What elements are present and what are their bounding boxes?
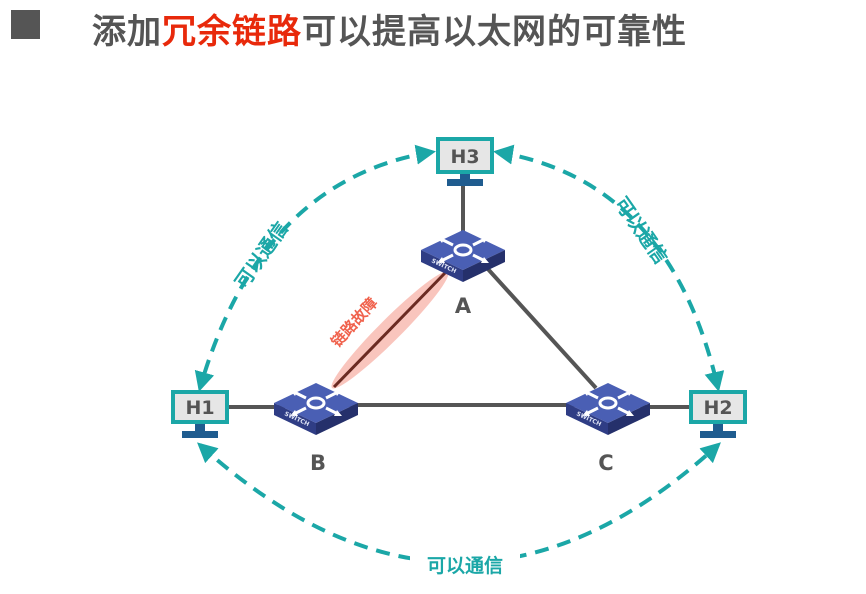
comm-label-bottom: 可以通信 (427, 554, 503, 577)
host-h1-label: H1 (185, 397, 214, 419)
switch-c-label: C (598, 451, 613, 475)
switch-icon (272, 381, 360, 437)
monitor-stand (700, 431, 736, 438)
monitor-icon (436, 137, 494, 174)
host-h1[interactable]: H1 (171, 390, 229, 438)
comm-arc-h3-h2 (493, 144, 725, 392)
title-prefix: 添加 (92, 12, 162, 52)
host-h3[interactable]: H3 (436, 137, 494, 186)
switch-icon (564, 381, 652, 437)
switch-c[interactable]: SWITCH (564, 381, 652, 437)
switch-b-label: B (310, 451, 326, 475)
link-a-c (485, 266, 598, 390)
switch-a-label: A (455, 294, 472, 318)
switch-b[interactable]: SWITCH (272, 381, 360, 437)
title-highlight: 冗余链路 (162, 12, 302, 52)
page-title: 添加冗余链路可以提高以太网的可靠性 (92, 4, 687, 53)
monitor-icon (689, 390, 747, 424)
title-suffix: 可以提高以太网的可靠性 (302, 12, 687, 52)
comm-arc-h1-h2 (197, 442, 721, 565)
monitor-icon (171, 390, 229, 424)
monitor-stand (447, 179, 483, 186)
title-marker (11, 10, 40, 39)
comm-label-bottom-bg (410, 550, 520, 578)
comm-label-right: 可以通信 (610, 193, 672, 268)
comm-label-left: 可以通信 (230, 217, 292, 292)
comm-arc-h1-h3 (194, 144, 436, 392)
host-h2-label: H2 (703, 397, 732, 419)
monitor-stand (182, 431, 218, 438)
host-h2[interactable]: H2 (689, 390, 747, 438)
host-h3-label: H3 (450, 146, 479, 168)
